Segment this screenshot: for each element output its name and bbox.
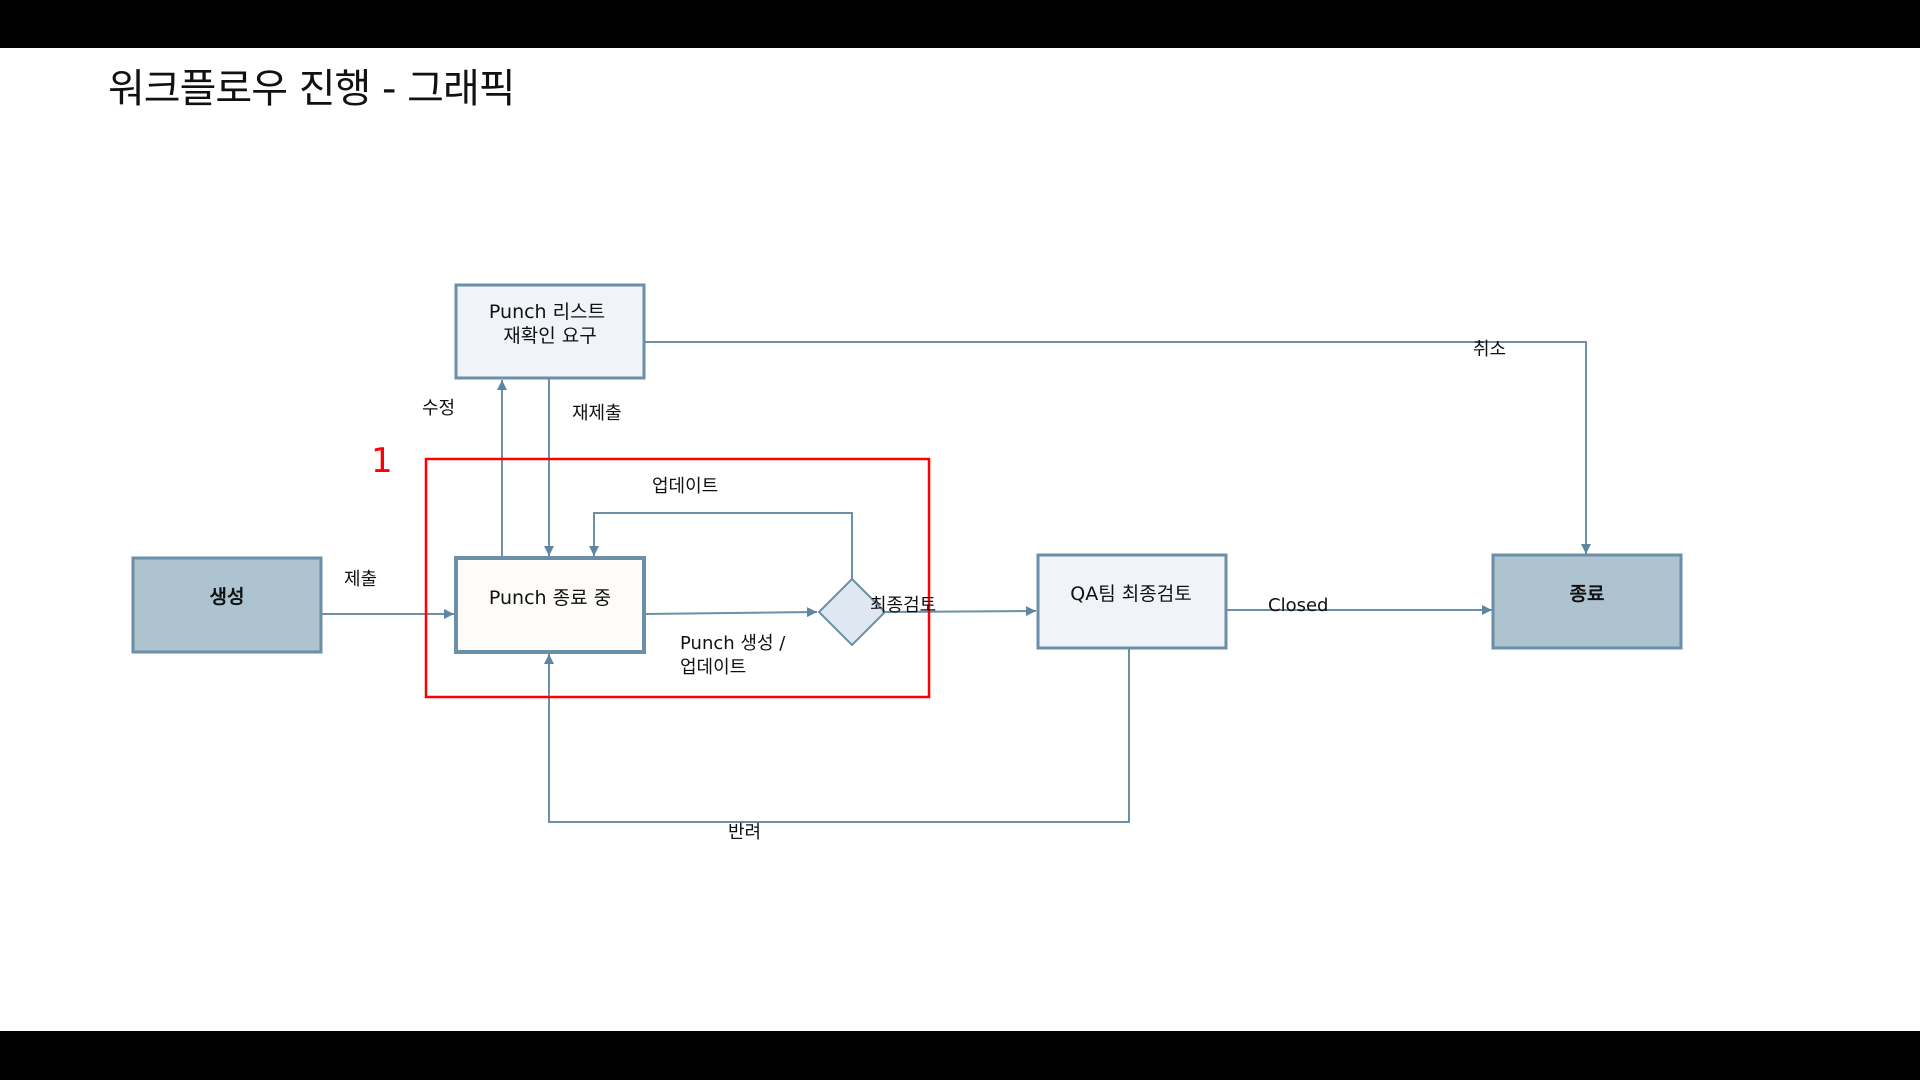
edge-cancel (644, 341, 1591, 554)
node-in-progress-label: Punch 종료 중 (489, 587, 611, 609)
edge-resubmit-label: 재제출 (572, 403, 622, 424)
edge-update-loop (589, 512, 853, 579)
node-create[interactable] (131, 556, 323, 654)
page-title: 워크플로우 진행 - 그래픽 (108, 66, 516, 112)
edge-reject-label: 반려 (728, 822, 761, 843)
highlight-box (424, 457, 931, 699)
edge-create-update (644, 607, 818, 618)
edge-submit-label: 제출 (344, 569, 377, 590)
highlight-number: 1 (371, 441, 393, 481)
edge-cancel-label: 취소 (1473, 339, 1506, 360)
top-letterbox-bar (0, 0, 1920, 48)
node-decision[interactable] (817, 577, 887, 647)
edge-modify-label: 수정 (422, 398, 455, 419)
node-qa-review[interactable] (1036, 553, 1228, 650)
node-in-progress[interactable] (454, 556, 646, 654)
node-end[interactable] (1491, 553, 1683, 650)
edge-final-review-label: 최종검토 (870, 595, 936, 616)
edge-update-loop-label: 업데이트 (652, 476, 718, 497)
node-recheck[interactable] (454, 283, 646, 380)
node-recheck-label-2: 재확인 요구 (503, 325, 596, 347)
node-recheck-label-1: Punch 리스트 (489, 301, 605, 323)
edge-create-update-label-1: Punch 생성 / (680, 633, 786, 654)
bottom-letterbox-bar (0, 1031, 1920, 1080)
edge-closed-label: Closed (1268, 595, 1328, 616)
edge-create-update-label-2: 업데이트 (680, 657, 746, 678)
edge-reject (544, 648, 1130, 823)
node-end-label: 종료 (1570, 583, 1605, 605)
node-create-label: 생성 (210, 586, 245, 608)
node-qa-review-label: QA팀 최종검토 (1070, 583, 1191, 605)
edge-final-review (884, 606, 1037, 617)
